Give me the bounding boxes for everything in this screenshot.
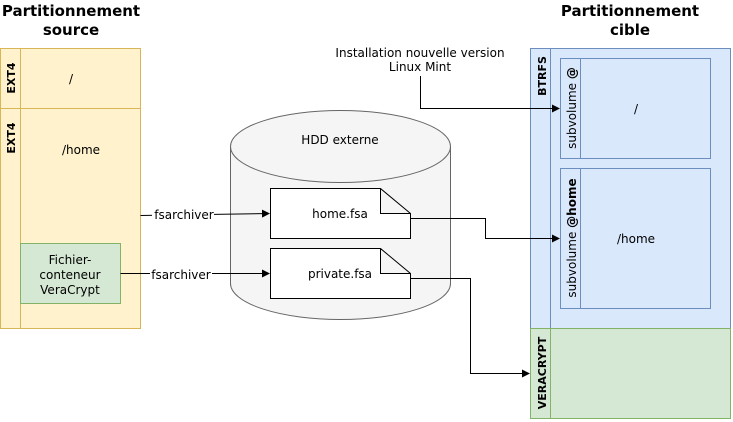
install-note-line1: Installation nouvelle version — [335, 46, 504, 60]
private-fsa-label: private.fsa — [308, 267, 372, 281]
veracrypt-container-line2: conteneur — [39, 268, 100, 282]
source-partition-1-fs: EXT4 — [5, 62, 18, 93]
target-title-line1: Partitionnement — [561, 2, 699, 20]
veracrypt-label: VERACRYPT — [536, 336, 549, 409]
private-fsa-file-icon — [270, 248, 411, 299]
subvolume-root-name: @ — [565, 67, 579, 79]
source-title-line2: source — [43, 21, 99, 39]
fsarchiver-label-bg-2 — [150, 267, 212, 283]
arrow-install-to-root — [420, 76, 560, 113]
subvolume-root-prefix: subvolume — [565, 79, 579, 149]
hdd-label: HDD externe — [301, 133, 378, 147]
veracrypt-container-line1: Fichier- — [49, 253, 92, 267]
source-title-line1: Partitionnement — [2, 2, 140, 20]
subvolume-home-box — [560, 168, 711, 309]
subvolume-root-title: subvolume @ — [565, 67, 579, 149]
target-veracrypt-partition — [530, 328, 731, 419]
fsarchiver-label-2: fsarchiver — [151, 268, 211, 282]
fsarchiver-label-bg-1 — [152, 207, 214, 223]
subvolume-root-box — [560, 58, 711, 159]
btrfs-label: BTRFS — [536, 56, 549, 96]
arrow-private-fsa-to-veracrypt — [410, 278, 530, 378]
fsarchiver-label-1: fsarchiver — [154, 208, 214, 222]
subvolume-home-prefix: subvolume — [565, 228, 579, 298]
source-partition-2-fs: EXT4 — [5, 122, 18, 153]
subvolume-home-mount: /home — [617, 232, 655, 246]
veracrypt-container-line3: VeraCrypt — [40, 283, 100, 297]
home-fsa-label: home.fsa — [312, 207, 368, 221]
subvolume-root-mount: / — [634, 102, 639, 116]
source-partition-2-mount: /home — [62, 143, 100, 157]
subvolume-home-name: @home — [565, 178, 579, 227]
install-note-line2: Linux Mint — [389, 60, 451, 74]
target-title-line2: cible — [610, 21, 650, 39]
source-partition-1-mount: / — [69, 72, 74, 86]
arrow-home-fsa-to-home-subvolume — [410, 218, 560, 243]
subvolume-home-title: subvolume @home — [565, 178, 579, 297]
home-fsa-file-icon — [270, 188, 411, 239]
